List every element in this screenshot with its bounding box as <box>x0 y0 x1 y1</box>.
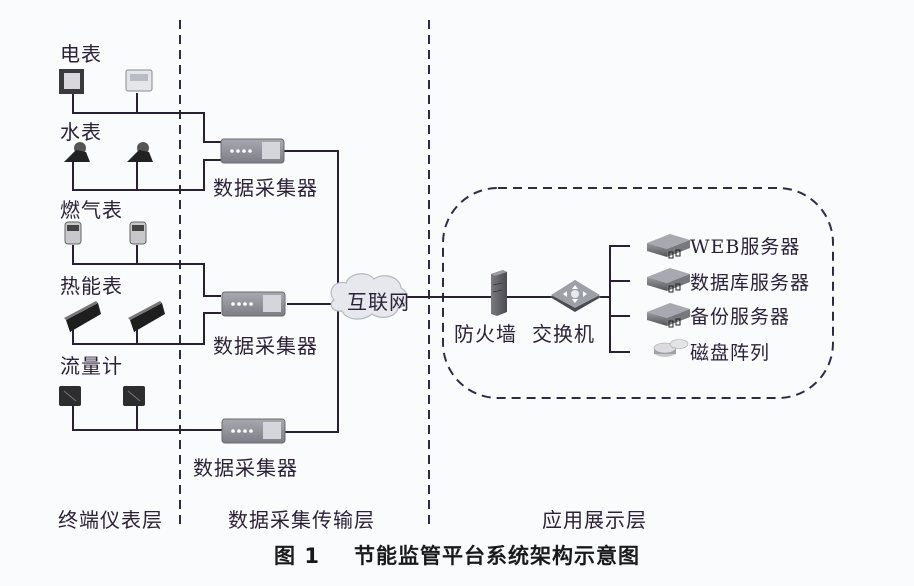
figure-caption: 图 1 节能监管平台系统架构示意图 <box>0 540 914 570</box>
meter-label-gas: 燃气表 <box>60 198 123 222</box>
gas-meter-icon <box>64 221 82 245</box>
server-icon <box>647 234 690 259</box>
layer-label-terminal: 终端仪表层 <box>58 508 163 532</box>
application-zone-boundary <box>442 187 834 399</box>
server-label-disk-array: 磁盘阵列 <box>690 342 771 364</box>
server-icon <box>647 303 690 328</box>
switch-label: 交换机 <box>532 322 595 346</box>
switch-icon <box>550 280 601 312</box>
server-label-backup: 备份服务器 <box>690 306 791 328</box>
collector-label-1: 数据采集器 <box>213 176 318 200</box>
figure-title: 节能监管平台系统架构示意图 <box>353 544 640 568</box>
meter-label-water: 水表 <box>60 120 102 144</box>
heat-meter-icon <box>64 301 101 332</box>
meter-label-heat: 热能表 <box>60 274 123 298</box>
water-meter-icon <box>127 142 153 162</box>
collector-label-2: 数据采集器 <box>213 334 318 358</box>
figure-number: 图 1 <box>274 544 320 568</box>
meter-label-electric: 电表 <box>60 42 102 66</box>
collector-label-3: 数据采集器 <box>193 456 298 480</box>
heat-meter-icon <box>128 301 165 332</box>
data-collector-icon <box>221 418 286 444</box>
flow-meter-icon <box>59 386 81 406</box>
server-label-database: 数据库服务器 <box>690 272 811 294</box>
water-meter-icon <box>64 142 90 162</box>
firewall-icon <box>491 270 507 316</box>
layer-label-application: 应用展示层 <box>542 508 647 532</box>
disk-array-icon <box>653 339 689 357</box>
server-label-web: WEB服务器 <box>690 236 801 258</box>
layer-label-collection: 数据采集传输层 <box>228 508 375 532</box>
data-collector-icon <box>220 138 285 164</box>
meter-label-flow: 流量计 <box>60 354 123 378</box>
internet-cloud-icon <box>330 273 408 320</box>
electric-meter-icon <box>125 69 153 92</box>
internet-label: 互联网 <box>347 290 410 314</box>
server-icon <box>647 268 690 293</box>
gas-meter-icon <box>129 221 147 245</box>
electric-meter-icon <box>59 69 84 94</box>
firewall-label: 防火墙 <box>454 322 517 346</box>
flow-meter-icon <box>123 386 145 406</box>
connection-lines <box>72 93 630 433</box>
data-collector-icon <box>221 291 286 317</box>
